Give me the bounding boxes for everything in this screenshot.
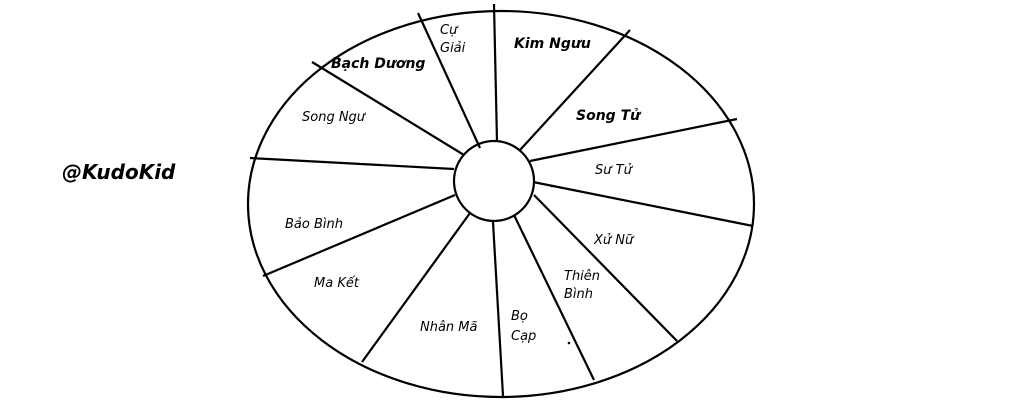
label-bach-duong: Bạch Dương	[331, 56, 425, 72]
label-line: Cự	[440, 23, 459, 38]
spoke-1	[417, 12, 481, 149]
label-line: Sư Tử	[595, 163, 634, 178]
stray-dot	[550, 184, 554, 188]
label-line: Bình	[564, 287, 593, 302]
label-line: Song Ngư	[302, 110, 367, 125]
spoke-3	[519, 29, 631, 151]
label-cu-giai: Cự Giải	[440, 23, 466, 56]
label-line: Bọ	[511, 309, 528, 324]
spoke-7	[513, 214, 595, 381]
spoke-9	[361, 212, 471, 363]
label-kim-nguu: Kim Ngưu	[514, 36, 591, 52]
label-song-tu-bold: Song Tử	[576, 108, 642, 124]
label-bo-cap: Bọ Cạp	[511, 309, 536, 344]
label-nhan-ma: Nhân Mã	[420, 320, 478, 335]
label-line: Bảo Bình	[285, 217, 343, 232]
spoke-6	[533, 194, 678, 342]
label-ma-ket: Ma Kết	[314, 276, 360, 291]
label-line: Thiên	[564, 269, 600, 284]
label-bao-binh: Bảo Bình	[285, 217, 343, 232]
label-line: Nhân Mã	[420, 320, 478, 335]
spokes	[249, 3, 754, 397]
watermark-text: @KudoKid	[62, 160, 176, 184]
inner-circle	[452, 139, 536, 223]
label-line: Xử Nữ	[593, 233, 635, 248]
spoke-5	[532, 180, 754, 228]
label-line: Ma Kết	[314, 276, 360, 291]
label-line: Song Tử	[576, 108, 642, 124]
spoke-4	[529, 117, 738, 163]
spoke-10	[262, 193, 456, 278]
spoke-2	[492, 3, 499, 143]
spoke-8	[491, 221, 505, 397]
label-line: Giải	[440, 41, 466, 56]
label-line: Kim Ngưu	[514, 36, 591, 52]
spoke-12	[311, 61, 465, 156]
label-xu-nu: Xử Nữ	[593, 233, 635, 248]
label-song-ngu: Song Ngư	[302, 110, 367, 125]
segment-labels: Cự Giải Kim Ngưu Song Tử Sư Tử Xử Nữ Thi…	[285, 23, 642, 344]
stray-dot	[567, 341, 571, 345]
outer-ellipse	[246, 9, 756, 399]
label-line: Cạp	[511, 329, 536, 344]
spoke-11	[249, 156, 455, 171]
label-thien-binh: Thiên Bình	[564, 269, 604, 302]
label-line: Bạch Dương	[331, 56, 425, 72]
label-su-tu: Sư Tử	[595, 163, 634, 178]
